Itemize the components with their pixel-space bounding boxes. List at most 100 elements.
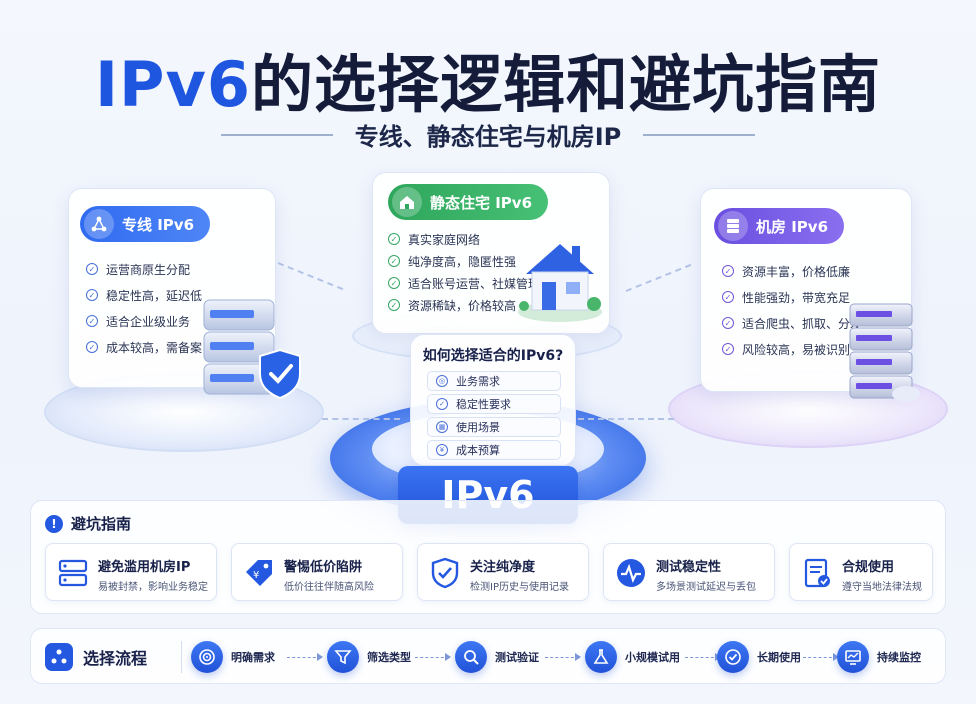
pitfall-card-datacenter[interactable]: 避免滥用机房IP 易被封禁，影响业务稳定 (45, 543, 217, 601)
pitfall-title: 警惕低价陷阱 (284, 560, 363, 575)
flow-step-label: 明确需求 (231, 651, 275, 664)
feature-text: 资源稀缺，价格较高 (408, 298, 517, 313)
question-item-business[interactable]: ◎业务需求 (427, 371, 561, 391)
list-item: ✓ 运营商原生分配 (86, 256, 202, 282)
feature-text: 适合爬虫、抓取、分发 (742, 316, 863, 331)
question-item-text: 业务需求 (456, 375, 500, 388)
question-item-scenario[interactable]: ▦ 使用场景 (427, 417, 561, 437)
pitfall-desc: 易被封禁，影响业务稳定 (98, 582, 208, 593)
list-item: ✓ 性能强劲，带宽充足 (722, 284, 862, 310)
circle-check-icon: ✓ (722, 291, 734, 303)
network-icon (84, 209, 114, 239)
pill-residential[interactable]: 静态住宅 IPv6 (388, 184, 549, 220)
flow-step-label: 小规模试用 (625, 651, 680, 664)
question-item-stability[interactable]: ✓稳定性要求 (427, 394, 561, 414)
pill-residential-label: 静态住宅 IPv6 (430, 193, 533, 212)
filter-icon (327, 641, 359, 673)
question-item-budget[interactable]: ¥ 成本预算 (427, 440, 561, 460)
list-item: ✓适合账号运营、社媒管理 (388, 272, 540, 294)
question-title: 如何选择适合的IPv6? (422, 348, 564, 364)
flow-step-4[interactable]: 小规模试用 (585, 641, 680, 673)
list-item: ✓资源丰富，价格低廉 (722, 258, 862, 284)
feature-text: 风险较高，易被识别 (742, 342, 851, 357)
feature-text: 运营商原生分配 (106, 262, 191, 277)
title-rest: 的选择逻辑和避坑指南 (251, 48, 882, 121)
flow-icon (45, 643, 73, 671)
question-item-text: 使用场景 (456, 421, 500, 434)
search-icon (455, 641, 487, 673)
flask-icon (585, 641, 617, 673)
warning-icon: ! (45, 514, 63, 533)
flow-step-label: 长期使用 (757, 651, 801, 664)
feature-text: 稳定性高，延迟低 (106, 288, 203, 303)
pitfall-card-compliance[interactable]: 合规使用 遵守当地法律法规 (789, 543, 933, 601)
feature-text: 适合企业级业务 (106, 314, 191, 329)
subtitle-line-right (643, 133, 756, 136)
list-item: ✓ 资源稀缺，价格较高 (388, 294, 540, 316)
pitfall-card-purity[interactable]: 关注纯净度 检测IP历史与使用记录 (417, 543, 589, 601)
circle-check-icon: ✓ (86, 341, 98, 353)
pitfall-title: 关注纯净度 (470, 560, 536, 575)
flow-heading: 选择流程 (45, 643, 147, 671)
check-circle-icon (717, 641, 749, 673)
shield-icon: ✓ (436, 398, 448, 410)
connector-left-low (322, 418, 400, 420)
feature-text: 成本较高，需备案 (106, 340, 203, 355)
flow-arrow (545, 653, 581, 661)
pill-dedicated-label: 专线 IPv6 (122, 215, 195, 234)
circle-check-icon: ✓ (86, 289, 98, 301)
flow-arrow (685, 653, 721, 661)
pitfall-card-stability[interactable]: 测试稳定性 多场景测试延迟与丢包 (603, 543, 775, 601)
flow-step-1[interactable]: 明确需求 (191, 641, 275, 673)
grid-icon: ▦ (436, 421, 448, 433)
pitfall-title: 避免滥用机房IP (98, 560, 191, 575)
house-icon (392, 187, 422, 217)
flow-step-6[interactable]: 持续监控 (837, 641, 921, 673)
connector-left (277, 262, 344, 291)
subtitle-row: 专线、静态住宅与机房IP (0, 117, 976, 152)
monitor-icon (837, 641, 869, 673)
flow-step-5[interactable]: 长期使用 (717, 641, 801, 673)
pill-dedicated[interactable]: 专线 IPv6 (80, 206, 211, 242)
list-item: ✓ 成本较高，需备案 (86, 334, 202, 360)
question-card[interactable]: 如何选择适合的IPv6? ◎业务需求 ✓稳定性要求 ▦ 使用场景 ¥ 成本预算 (410, 334, 576, 466)
pill-datacenter[interactable]: 机房 IPv6 (714, 208, 845, 244)
flow-arrow (415, 653, 451, 661)
feature-text: 性能强劲，带宽充足 (742, 290, 851, 305)
list-item: ✓ 适合爬虫、抓取、分发 (722, 310, 862, 336)
pitfall-title: 测试稳定性 (656, 560, 722, 575)
list-item: ✓ 稳定性高，延迟低 (86, 282, 202, 308)
flow-step-2[interactable]: 筛选类型 (327, 641, 411, 673)
circle-check-icon: ✓ (722, 265, 734, 277)
flow-step-3[interactable]: 测试验证 (455, 641, 539, 673)
flow-step-label: 测试验证 (495, 651, 539, 664)
feature-text: 适合账号运营、社媒管理 (408, 276, 541, 291)
pitfall-desc: 遵守当地法律法规 (842, 582, 922, 593)
circle-check-icon: ✓ (86, 315, 98, 327)
house-illustration-icon (518, 244, 602, 322)
residential-feature-list: ✓真实家庭网络 ✓纯净度高，隐匿性强 ✓适合账号运营、社媒管理 ✓资源稀缺，价格… (388, 228, 540, 316)
flow-step-label: 筛选类型 (367, 651, 411, 664)
circle-check-icon: ✓ (86, 263, 98, 275)
document-check-icon (804, 558, 830, 588)
check-icon: ✓ (388, 299, 400, 311)
flow-step-label: 持续监控 (877, 651, 921, 664)
circle-check-icon: ✓ (722, 317, 734, 329)
coin-icon: ¥ (436, 444, 448, 456)
server-stack-icon (203, 299, 301, 400)
flow-heading-text: 选择流程 (83, 649, 148, 668)
pitfall-card-lowprice[interactable]: ¥ 警惕低价陷阱 低价往往伴随高风险 (231, 543, 403, 601)
check-icon: ✓ (388, 233, 400, 245)
question-item-text: 成本预算 (456, 444, 500, 457)
pitfall-title: 合规使用 (842, 560, 895, 575)
rack-server-icon (849, 303, 920, 402)
pitfall-desc: 检测IP历史与使用记录 (470, 582, 569, 593)
check-icon: ✓ (388, 255, 400, 267)
pitfall-desc: 多场景测试延迟与丢包 (656, 582, 756, 593)
feature-text: 真实家庭网络 (408, 232, 481, 247)
pitfall-heading-text: 避坑指南 (71, 515, 132, 533)
server-warning-icon (58, 559, 88, 587)
flow-panel: 选择流程 明确需求 筛选类型 测试验证 小规模试用 长期使用 持续监控 (30, 628, 946, 684)
connector-right-low (578, 418, 674, 420)
pitfall-desc: 低价往往伴随高风险 (284, 582, 374, 593)
